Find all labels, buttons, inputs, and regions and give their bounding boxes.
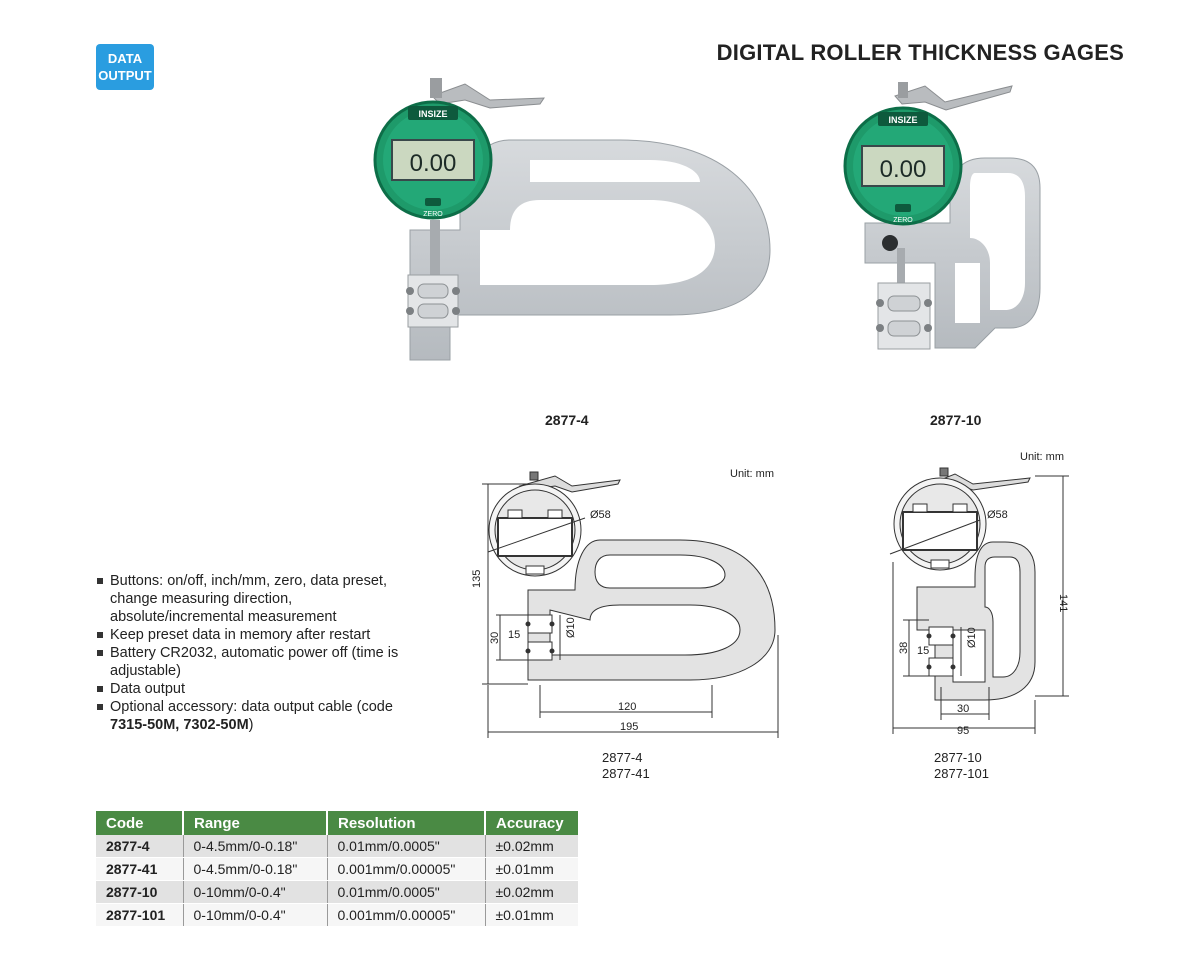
badge-line-2: OUTPUT [98,68,152,83]
table-row: 2877-10 0-10mm/0-0.4" 0.01mm/0.0005" ±0.… [96,880,578,904]
cell-resolution: 0.001mm/0.00005" [327,903,486,927]
unit-label-left: Unit: mm [730,468,774,480]
cell-code: 2877-41 [96,857,184,881]
cell-code: 2877-101 [96,903,184,927]
product-photo-2877-4: INSIZE 0.00 ZERO [373,78,771,361]
feature-item: Keep preset data in memory after restart [96,626,416,644]
header-accuracy: Accuracy [485,811,578,835]
cell-range: 0-10mm/0-0.4" [183,880,328,904]
drawing-model-right-2: 2877-101 [934,766,989,781]
spec-table: Code Range Resolution Accuracy 2877-4 0-… [96,811,578,927]
data-output-badge: DATA OUTPUT [96,44,154,90]
unit-label-right: Unit: mm [1020,451,1064,463]
drawing-models-left: 2877-4 2877-41 [602,750,650,782]
table-row: 2877-101 0-10mm/0-0.4" 0.001mm/0.00005" … [96,903,578,927]
dim-roller-left: Ø10 [565,617,577,638]
model-label-2877-10: 2877-10 [930,412,982,428]
drawing-models-right: 2877-10 2877-101 [934,750,989,782]
technical-drawing-2877-4: Ø58 Ø10 135 30 15 120 195 [471,471,779,738]
dim-length-right: 95 [957,725,969,737]
cell-resolution: 0.001mm/0.00005" [327,857,486,881]
dim-throat-right: 38 [898,642,910,654]
table-row: 2877-4 0-4.5mm/0-0.18" 0.01mm/0.0005" ±0… [96,835,578,858]
cell-accuracy: ±0.01mm [485,857,578,881]
badge-line-1: DATA [107,51,143,66]
dim-dial-right: Ø58 [987,509,1008,521]
dim-roller-width-left: 15 [508,629,520,641]
photo-zero-label: ZERO [893,217,913,224]
photo-brand-logo: INSIZE [418,109,447,119]
drawing-model-left-1: 2877-4 [602,750,643,765]
feature-item: Battery CR2032, automatic power off (tim… [96,644,416,680]
model-label-2877-4: 2877-4 [545,412,589,428]
accessory-close: ) [248,717,254,733]
dim-depth-left: 120 [618,701,636,713]
drawing-model-left-2: 2877-41 [602,766,650,781]
dim-roller-right: Ø10 [966,627,978,648]
cell-range: 0-4.5mm/0-0.18" [183,835,328,858]
photo-display-readout: 0.00 [410,150,457,177]
dim-dial-left: Ø58 [590,509,611,521]
feature-item-accessory: Optional accessory: data output cable (c… [96,698,416,734]
page-title: DIGITAL ROLLER THICKNESS GAGES [716,40,1124,65]
feature-item: Data output [96,680,416,698]
drawing-model-right-1: 2877-10 [934,750,982,765]
cell-resolution: 0.01mm/0.0005" [327,835,486,858]
dim-length-left: 195 [620,721,638,733]
cell-range: 0-4.5mm/0-0.18" [183,857,328,881]
cell-resolution: 0.01mm/0.0005" [327,880,486,904]
cell-range: 0-10mm/0-0.4" [183,903,328,927]
cell-accuracy: ±0.02mm [485,835,578,858]
photo-zero-label: ZERO [423,211,443,218]
feature-list: Buttons: on/off, inch/mm, zero, data pre… [96,572,416,734]
feature-item: Buttons: on/off, inch/mm, zero, data pre… [96,572,416,626]
dim-throat-left: 30 [489,632,501,644]
cell-code: 2877-4 [96,835,184,858]
cell-code: 2877-10 [96,880,184,904]
header-range: Range [183,811,328,835]
photo-brand-logo: INSIZE [888,115,917,125]
technical-drawing-2877-10: Ø58 Ø10 141 38 15 30 95 [889,467,1069,737]
dim-depth-right: 30 [957,703,969,715]
cell-accuracy: ±0.01mm [485,903,578,927]
photo-display-readout: 0.00 [880,156,927,183]
table-header-row: Code Range Resolution Accuracy [96,811,578,835]
header-code: Code [96,811,184,835]
accessory-text: Optional accessory: data output cable (c… [110,699,393,715]
product-photo-2877-10: INSIZE 0.00 ZERO [843,82,1041,350]
accessory-codes: 7315-50M, 7302-50M [110,717,249,733]
dim-height-left: 135 [471,570,483,588]
dim-height-right: 141 [1057,594,1069,612]
dim-roller-width-right: 15 [917,645,929,657]
table-row: 2877-41 0-4.5mm/0-0.18" 0.001mm/0.00005"… [96,857,578,881]
header-resolution: Resolution [327,811,486,835]
cell-accuracy: ±0.02mm [485,880,578,904]
